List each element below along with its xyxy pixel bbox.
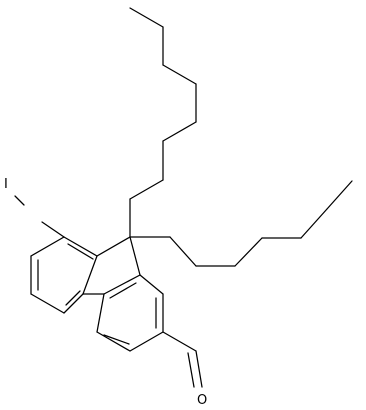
bond <box>129 179 164 200</box>
bond <box>96 331 131 352</box>
right-benzene-ring <box>96 274 164 352</box>
aldehyde-group <box>162 331 203 388</box>
bond <box>65 290 81 306</box>
bond <box>162 121 197 142</box>
bond <box>195 350 203 388</box>
bond <box>82 255 98 295</box>
bond <box>187 352 195 388</box>
bond <box>96 293 105 333</box>
five-membered-ring <box>82 236 141 295</box>
bond <box>41 221 65 238</box>
bond <box>162 64 197 85</box>
bond <box>103 274 141 295</box>
bond <box>63 293 84 314</box>
bond <box>129 331 164 352</box>
bond <box>169 236 197 267</box>
bond <box>326 180 353 210</box>
bond <box>162 331 197 352</box>
bond <box>67 243 94 260</box>
bond <box>129 7 164 28</box>
oxygen-label: O <box>197 393 207 408</box>
bond <box>300 208 328 239</box>
upper-octyl-chain <box>129 7 197 238</box>
bond <box>30 236 65 257</box>
bond <box>139 274 164 295</box>
lower-octyl-chain <box>129 180 353 267</box>
bond <box>234 237 263 267</box>
bond <box>103 334 130 345</box>
bond <box>96 236 131 257</box>
iodine-label: I <box>4 177 8 192</box>
bond <box>129 236 141 276</box>
bond <box>109 282 137 299</box>
left-benzene-ring <box>14 195 98 314</box>
bond <box>14 195 25 206</box>
bond <box>30 293 65 314</box>
bond <box>63 236 98 257</box>
